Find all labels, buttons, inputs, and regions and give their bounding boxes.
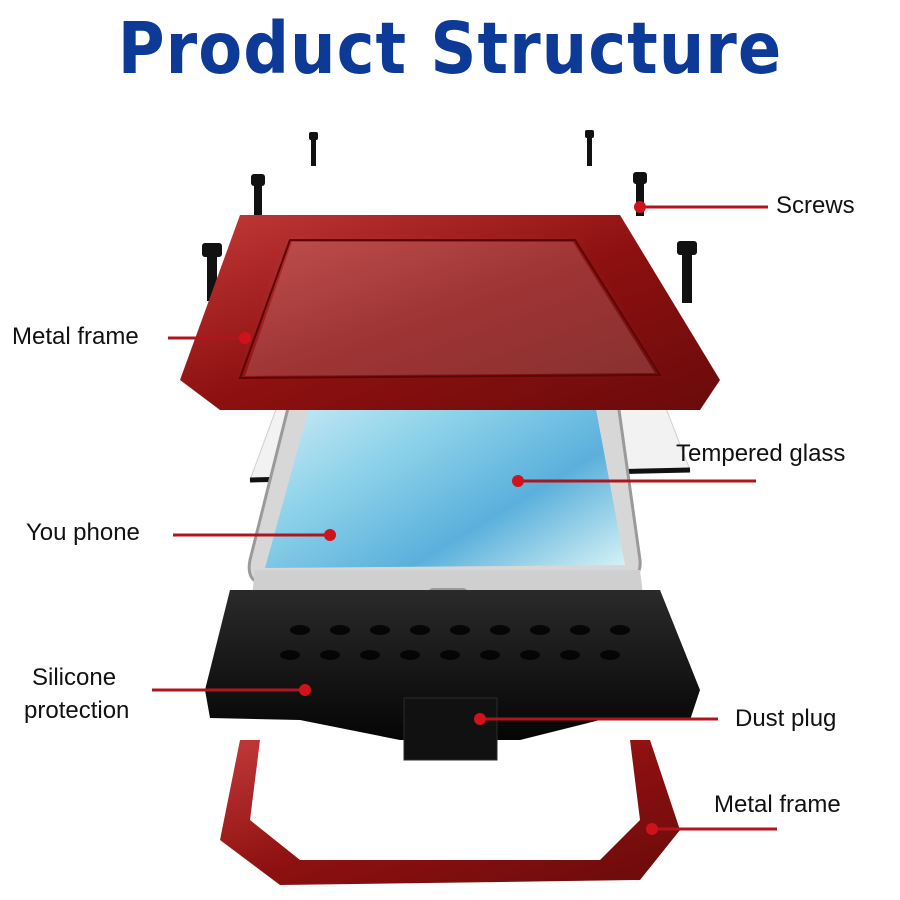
callout-metal-frame-top: Metal frame [12, 323, 139, 350]
callout-silicone-line1: Silicone [32, 664, 117, 691]
callout-silicone-line2: protection [24, 697, 130, 724]
screw-icons [202, 130, 697, 303]
callout-tempered-glass: Tempered glass [676, 440, 846, 467]
page-title: Product Structure [117, 8, 783, 91]
callout-metal-frame-bottom: Metal frame [714, 791, 841, 818]
callout-dust-plug: Dust plug [735, 705, 837, 732]
callout-screws: Screws [776, 192, 855, 219]
callout-phone: You phone [26, 519, 140, 546]
